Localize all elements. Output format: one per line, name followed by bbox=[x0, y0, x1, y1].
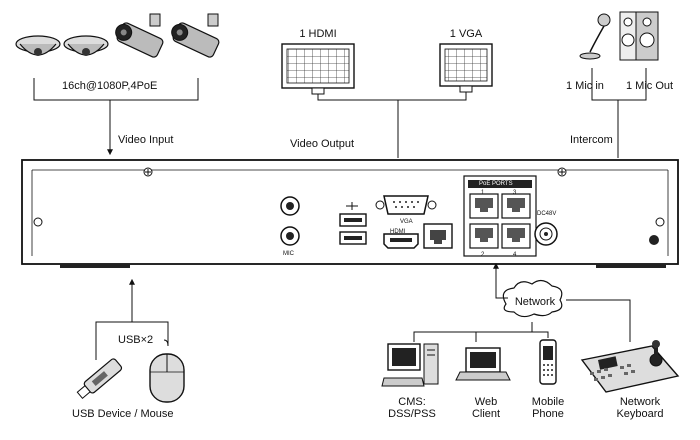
usb-connector bbox=[95, 278, 169, 360]
intercom-connector bbox=[591, 68, 647, 158]
poe-port-4-mark: 4 bbox=[513, 252, 517, 258]
vga-port bbox=[375, 195, 437, 215]
usb-ports bbox=[339, 202, 367, 245]
poe-ports-mark: PoE PORTS bbox=[479, 181, 513, 187]
client-mobile-label: Mobile Phone bbox=[532, 396, 564, 420]
mobile-phone-icon bbox=[539, 339, 557, 385]
dome-camera-1-icon bbox=[15, 35, 61, 56]
network-cloud-icon bbox=[502, 279, 563, 318]
speaker-icon bbox=[619, 11, 659, 61]
desktop-pc-icon bbox=[381, 343, 439, 387]
client-web-line2: Client bbox=[471, 408, 501, 420]
hdmi-port bbox=[383, 233, 419, 249]
mic-in-label: 1 Mic in bbox=[566, 80, 604, 92]
client-cms-line1: CMS: bbox=[398, 396, 426, 408]
nvr-back-panel bbox=[21, 159, 679, 268]
video-output-label: Video Output bbox=[290, 138, 355, 150]
hdmi-display-label: 1 HDMI bbox=[299, 28, 337, 40]
hdmi-monitor-icon bbox=[281, 43, 355, 95]
screw-icon bbox=[143, 167, 153, 177]
vga-monitor-icon bbox=[439, 43, 493, 93]
hdmi-port-mark: HDMI bbox=[390, 229, 406, 235]
intercom-label: Intercom bbox=[570, 134, 613, 146]
usb-device-label: USB Device / Mouse bbox=[72, 408, 174, 420]
client-keyboard-label: Network Keyboard bbox=[616, 396, 663, 420]
bullet-camera-1-icon bbox=[115, 13, 164, 58]
dome-camera-2-icon bbox=[63, 35, 109, 56]
vga-port-mark: VGA bbox=[400, 219, 413, 225]
vga-display-label: 1 VGA bbox=[449, 28, 483, 40]
bullet-camera-2-icon bbox=[171, 13, 220, 58]
client-keyboard-line2: Keyboard bbox=[616, 408, 664, 420]
poe-port-1-mark: 1 bbox=[481, 190, 485, 196]
camera-spec-label: 16ch@1080P,4PoE bbox=[62, 80, 158, 92]
client-web-line1: Web bbox=[474, 396, 498, 408]
audio-out-jack bbox=[280, 196, 300, 216]
poe-port-3-mark: 3 bbox=[513, 190, 517, 196]
network-label: Network bbox=[514, 296, 556, 308]
mic-port-mark: MIC bbox=[283, 251, 294, 257]
mouse-icon bbox=[149, 339, 185, 403]
usb-stick-icon bbox=[76, 358, 123, 400]
client-mobile-line1: Mobile bbox=[531, 396, 565, 408]
video-output-connector bbox=[317, 92, 467, 158]
mic-in-jack bbox=[280, 226, 300, 246]
client-keyboard-line1: Network bbox=[619, 396, 661, 408]
poe-port-2-mark: 2 bbox=[481, 252, 485, 258]
client-web-label: Web Client bbox=[472, 396, 500, 420]
client-cms-line2: DSS/PSS bbox=[388, 408, 436, 420]
lan-port bbox=[423, 223, 453, 249]
laptop-icon bbox=[455, 347, 511, 381]
video-input-connector bbox=[33, 78, 199, 156]
poe-ports bbox=[463, 175, 537, 257]
mic-out-label: 1 Mic Out bbox=[626, 80, 674, 92]
usb-count-label: USB×2 bbox=[118, 334, 154, 346]
client-mobile-line2: Phone bbox=[532, 408, 564, 420]
dc-power-jack bbox=[534, 222, 558, 246]
video-input-label: Video Input bbox=[118, 134, 174, 146]
microphone-icon bbox=[579, 13, 611, 60]
client-cms-label: CMS: DSS/PSS bbox=[388, 396, 436, 420]
network-connector bbox=[413, 262, 631, 342]
network-keyboard-icon bbox=[580, 340, 680, 393]
dc-power-mark: DC48V bbox=[537, 211, 557, 217]
